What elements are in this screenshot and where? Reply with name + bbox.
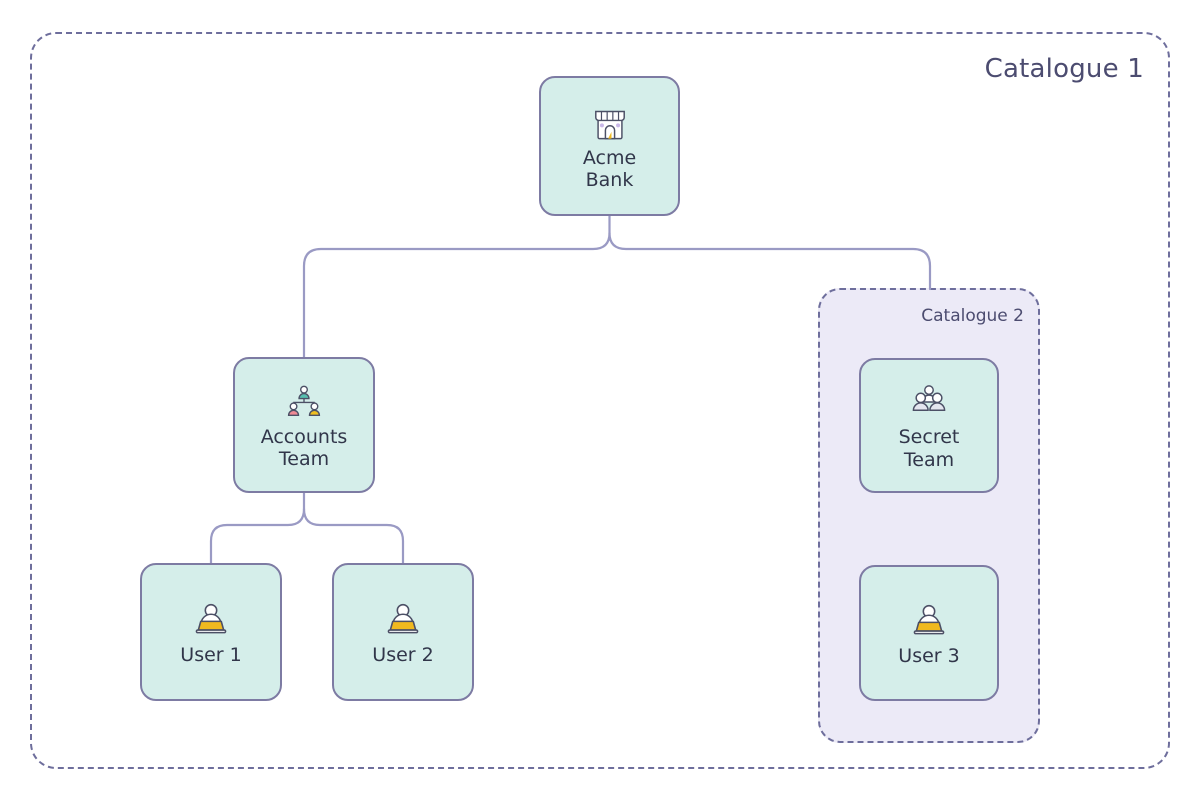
node-secret-team[interactable]: Secret Team	[859, 358, 999, 493]
node-user-3[interactable]: User 3	[859, 565, 999, 701]
node-accounts-team[interactable]: Accounts Team	[233, 357, 375, 493]
user-laptop-icon	[387, 603, 419, 634]
node-user-2[interactable]: User 2	[332, 563, 474, 701]
people-group-icon	[912, 385, 946, 412]
storefront-icon	[594, 110, 625, 140]
node-user-1-label: User 1	[180, 643, 242, 666]
catalogue-1-title: Catalogue 1	[984, 54, 1144, 84]
node-accounts-team-label: Accounts Team	[260, 425, 348, 470]
node-acme-bank-label: Acme Bank	[582, 146, 637, 191]
user-laptop-icon	[195, 603, 227, 634]
node-secret-team-label: Secret Team	[898, 426, 960, 471]
catalogue-2-title: Catalogue 2	[921, 306, 1024, 326]
node-acme-bank[interactable]: Acme Bank	[539, 76, 680, 216]
org-chart-people-icon	[287, 385, 321, 416]
node-user-3-label: User 3	[898, 644, 960, 667]
user-laptop-icon	[913, 604, 945, 635]
node-user-1[interactable]: User 1	[140, 563, 282, 701]
node-user-2-label: User 2	[372, 643, 434, 666]
catalogue-1-container[interactable]: Catalogue 1	[30, 32, 1170, 769]
